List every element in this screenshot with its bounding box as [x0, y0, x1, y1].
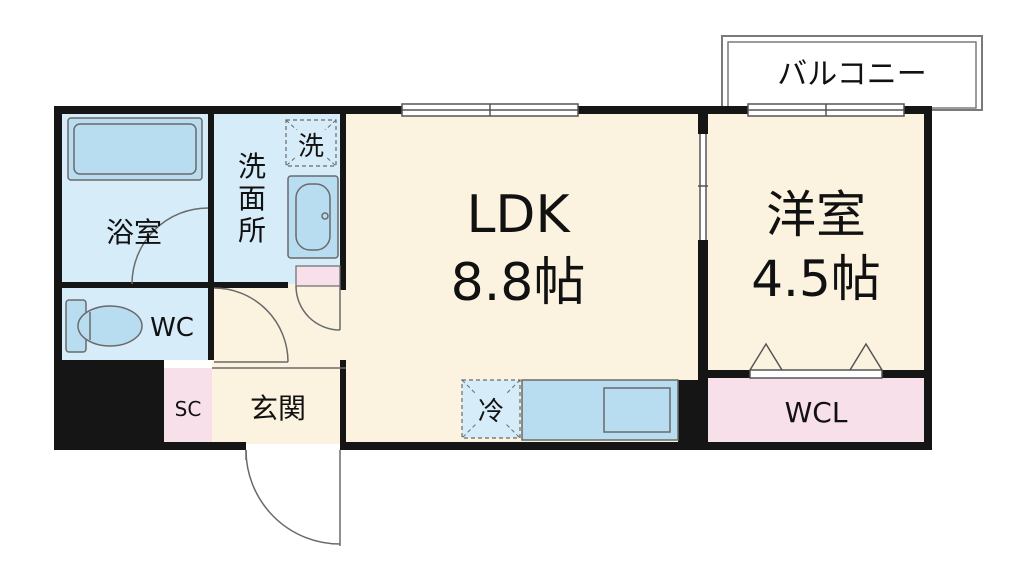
western-room-name: 洋室 [766, 186, 866, 244]
washroom-door-swing [295, 285, 341, 331]
closet-door-left[interactable] [749, 342, 783, 371]
shoe-closet-label: SC [175, 397, 202, 421]
western-room-floor [706, 112, 926, 374]
wall-wc-right [208, 288, 214, 360]
wall-hall-ldk-lower [340, 360, 346, 444]
walk-in-closet-floor [706, 376, 926, 444]
outer-wall-bottom-right [340, 442, 932, 450]
stairs-block [54, 360, 164, 450]
shoe-closet-floor [164, 368, 212, 444]
washroom-label-3: 所 [238, 214, 266, 247]
wall-closet-top-right [882, 370, 926, 378]
front-door-swing [245, 449, 341, 545]
toilet-bowl [77, 305, 143, 347]
kitchen-sink [603, 387, 671, 433]
entrance-floor [212, 368, 346, 444]
closet-door-rail [749, 369, 883, 379]
outer-wall-top-left [54, 106, 704, 114]
wc-label: WC [150, 313, 194, 343]
wall-wash-ldk [340, 112, 346, 290]
wall-bath-wash [208, 112, 214, 284]
outer-wall-left [54, 106, 62, 450]
western-room-size: 4.5帖 [751, 250, 881, 308]
washroom-door[interactable] [295, 265, 341, 287]
closet-door-right[interactable] [849, 342, 883, 371]
fridge-label: 冷 [478, 397, 504, 427]
wall-bath-wc [60, 282, 212, 288]
wall-wash-hall [212, 282, 288, 288]
washer-label: 洗 [298, 132, 324, 162]
kitchen-end-wall [678, 380, 700, 444]
wc-door-swing[interactable] [213, 287, 289, 363]
bathroom-label: 浴室 [106, 216, 162, 249]
walk-in-closet-label: WCL [785, 396, 848, 429]
ldk-name: LDK [466, 185, 571, 245]
bathroom-door-swing[interactable] [131, 207, 209, 285]
outer-wall-right [924, 106, 932, 450]
balcony [721, 35, 983, 111]
wall-ldk-western-bottom [698, 240, 708, 444]
balcony-label: バルコニー [777, 57, 926, 92]
washroom-label-1: 洗 [238, 150, 266, 183]
outer-wall-bottom-left [54, 442, 246, 450]
ldk-size: 8.8帖 [451, 253, 586, 313]
wall-closet-top [706, 370, 750, 378]
wall-ldk-western-top [698, 112, 708, 134]
washroom-label-2: 面 [238, 182, 266, 215]
entrance-label: 玄関 [250, 392, 306, 425]
